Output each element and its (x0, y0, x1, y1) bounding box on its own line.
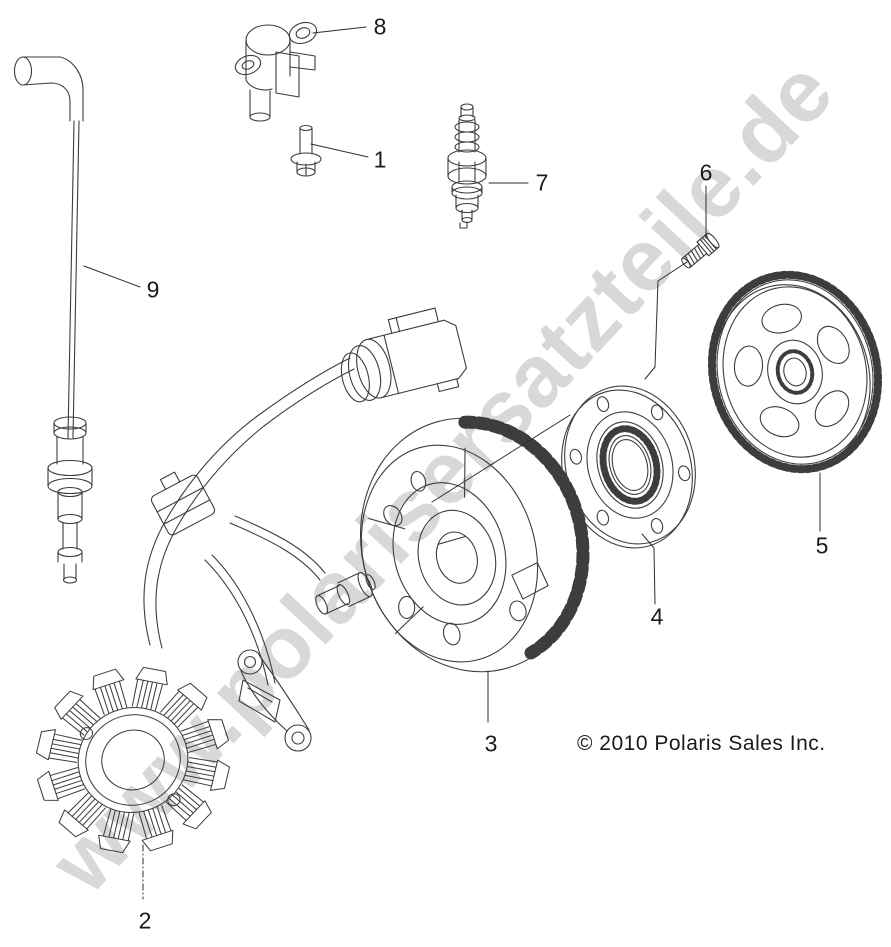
harness-grommet-drawing (150, 471, 216, 536)
starter-clutch-drawing (561, 385, 696, 549)
callout-label-1: 1 (373, 146, 387, 173)
wiring-harness-drawing (143, 357, 355, 686)
callout-label-2: 2 (138, 907, 152, 934)
assembly-line-3-4 (431, 414, 571, 503)
flywheel-drawing (359, 415, 590, 673)
bullet-connector-drawing (315, 572, 376, 615)
leader-line-8 (312, 26, 367, 34)
assembly-line-6 (644, 261, 688, 380)
harness-bracket-drawing (237, 649, 312, 752)
spark-plug-drawing (447, 103, 487, 229)
leader-line-4 (641, 533, 656, 605)
copyright-text: © 2010 Polaris Sales Inc. (577, 732, 826, 755)
callout-label-4: 4 (650, 603, 664, 630)
starter-gear-drawing (707, 270, 883, 474)
ignition-coil-drawing (234, 21, 318, 122)
callout-label-6: 6 (699, 159, 713, 186)
stator-drawing (34, 665, 232, 855)
leader-line-9 (83, 265, 141, 288)
callout-label-3: 3 (484, 730, 498, 757)
flange-screw-drawing (681, 232, 720, 269)
callout-label-5: 5 (815, 532, 829, 559)
harness-connector-drawing (340, 307, 467, 403)
callout-label-7: 7 (535, 169, 549, 196)
mounting-bolt-drawing (290, 124, 322, 177)
leader-line-1 (310, 143, 369, 158)
callout-label-9: 9 (146, 276, 160, 303)
callout-label-8: 8 (373, 13, 387, 40)
spark-plug-wire-drawing (13, 56, 93, 584)
